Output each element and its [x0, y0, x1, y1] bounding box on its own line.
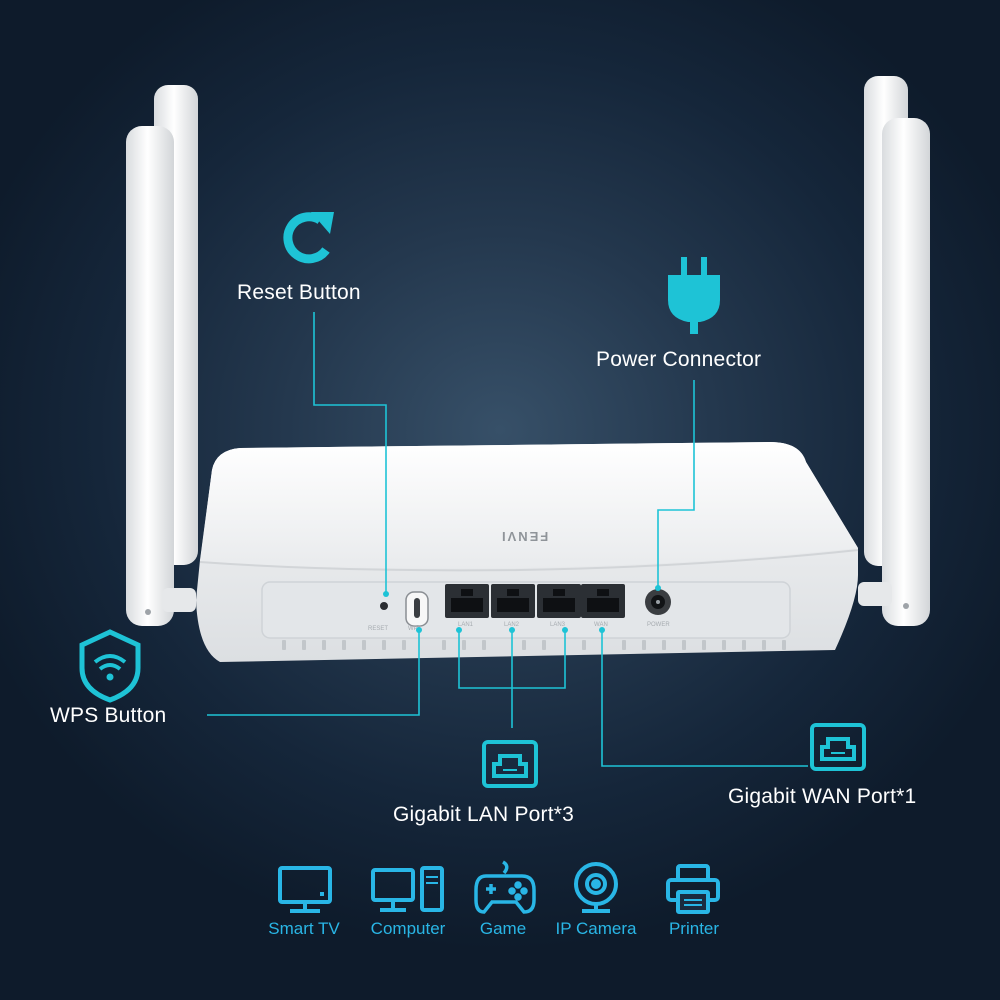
lan-port-1[interactable]: [445, 584, 489, 618]
reset-button-label: Reset Button: [237, 281, 361, 304]
device-label-printer: Printer: [668, 919, 720, 938]
power-jack[interactable]: [645, 589, 671, 615]
antenna-front-right: [858, 118, 930, 626]
back-label-lan1: LAN1: [458, 622, 474, 628]
reset-pinhole[interactable]: [380, 602, 388, 610]
reset-icon: [283, 212, 334, 264]
back-label-reset: RESET: [368, 626, 389, 632]
power-callout-line: [657, 380, 695, 588]
wan-port[interactable]: [581, 584, 625, 618]
reset-callout-line: [313, 312, 387, 594]
back-label-wps: WPS: [408, 626, 422, 632]
lan-port-3[interactable]: [537, 584, 581, 618]
antenna-front-left: [126, 126, 196, 626]
back-label-wan: WAN: [594, 622, 608, 628]
power-plug-icon: [668, 257, 720, 334]
lan-port-2[interactable]: [491, 584, 535, 618]
back-label-lan2: LAN2: [504, 622, 520, 628]
ethernet-wan-icon: [810, 723, 866, 771]
router-body: [196, 442, 859, 662]
wps-button-label: WPS Button: [50, 704, 167, 727]
device-label-smart-tv: Smart TV: [268, 919, 340, 938]
wan-callout-line: [601, 630, 808, 767]
webcam-icon: [574, 862, 618, 913]
tv-icon: [278, 866, 332, 913]
device-label-computer: Computer: [370, 919, 446, 938]
back-label-power: POWER: [647, 622, 670, 628]
lan-port-label: Gigabit LAN Port*3: [393, 803, 575, 826]
computer-icon: [371, 866, 444, 912]
printer-icon: [666, 864, 720, 914]
wan-port-label: Gigabit WAN Port*1: [728, 785, 917, 808]
gamepad-icon: [474, 860, 536, 914]
back-label-lan3: LAN3: [550, 622, 566, 628]
wps-callout-line: [207, 630, 420, 716]
wps-shield-icon: [79, 629, 141, 703]
ethernet-lan-icon: [482, 740, 538, 788]
wps-button-hardware[interactable]: [405, 591, 429, 627]
power-connector-label: Power Connector: [596, 348, 762, 371]
device-label-game: Game: [479, 919, 527, 938]
device-label-ip-camera: IP Camera: [555, 919, 637, 938]
